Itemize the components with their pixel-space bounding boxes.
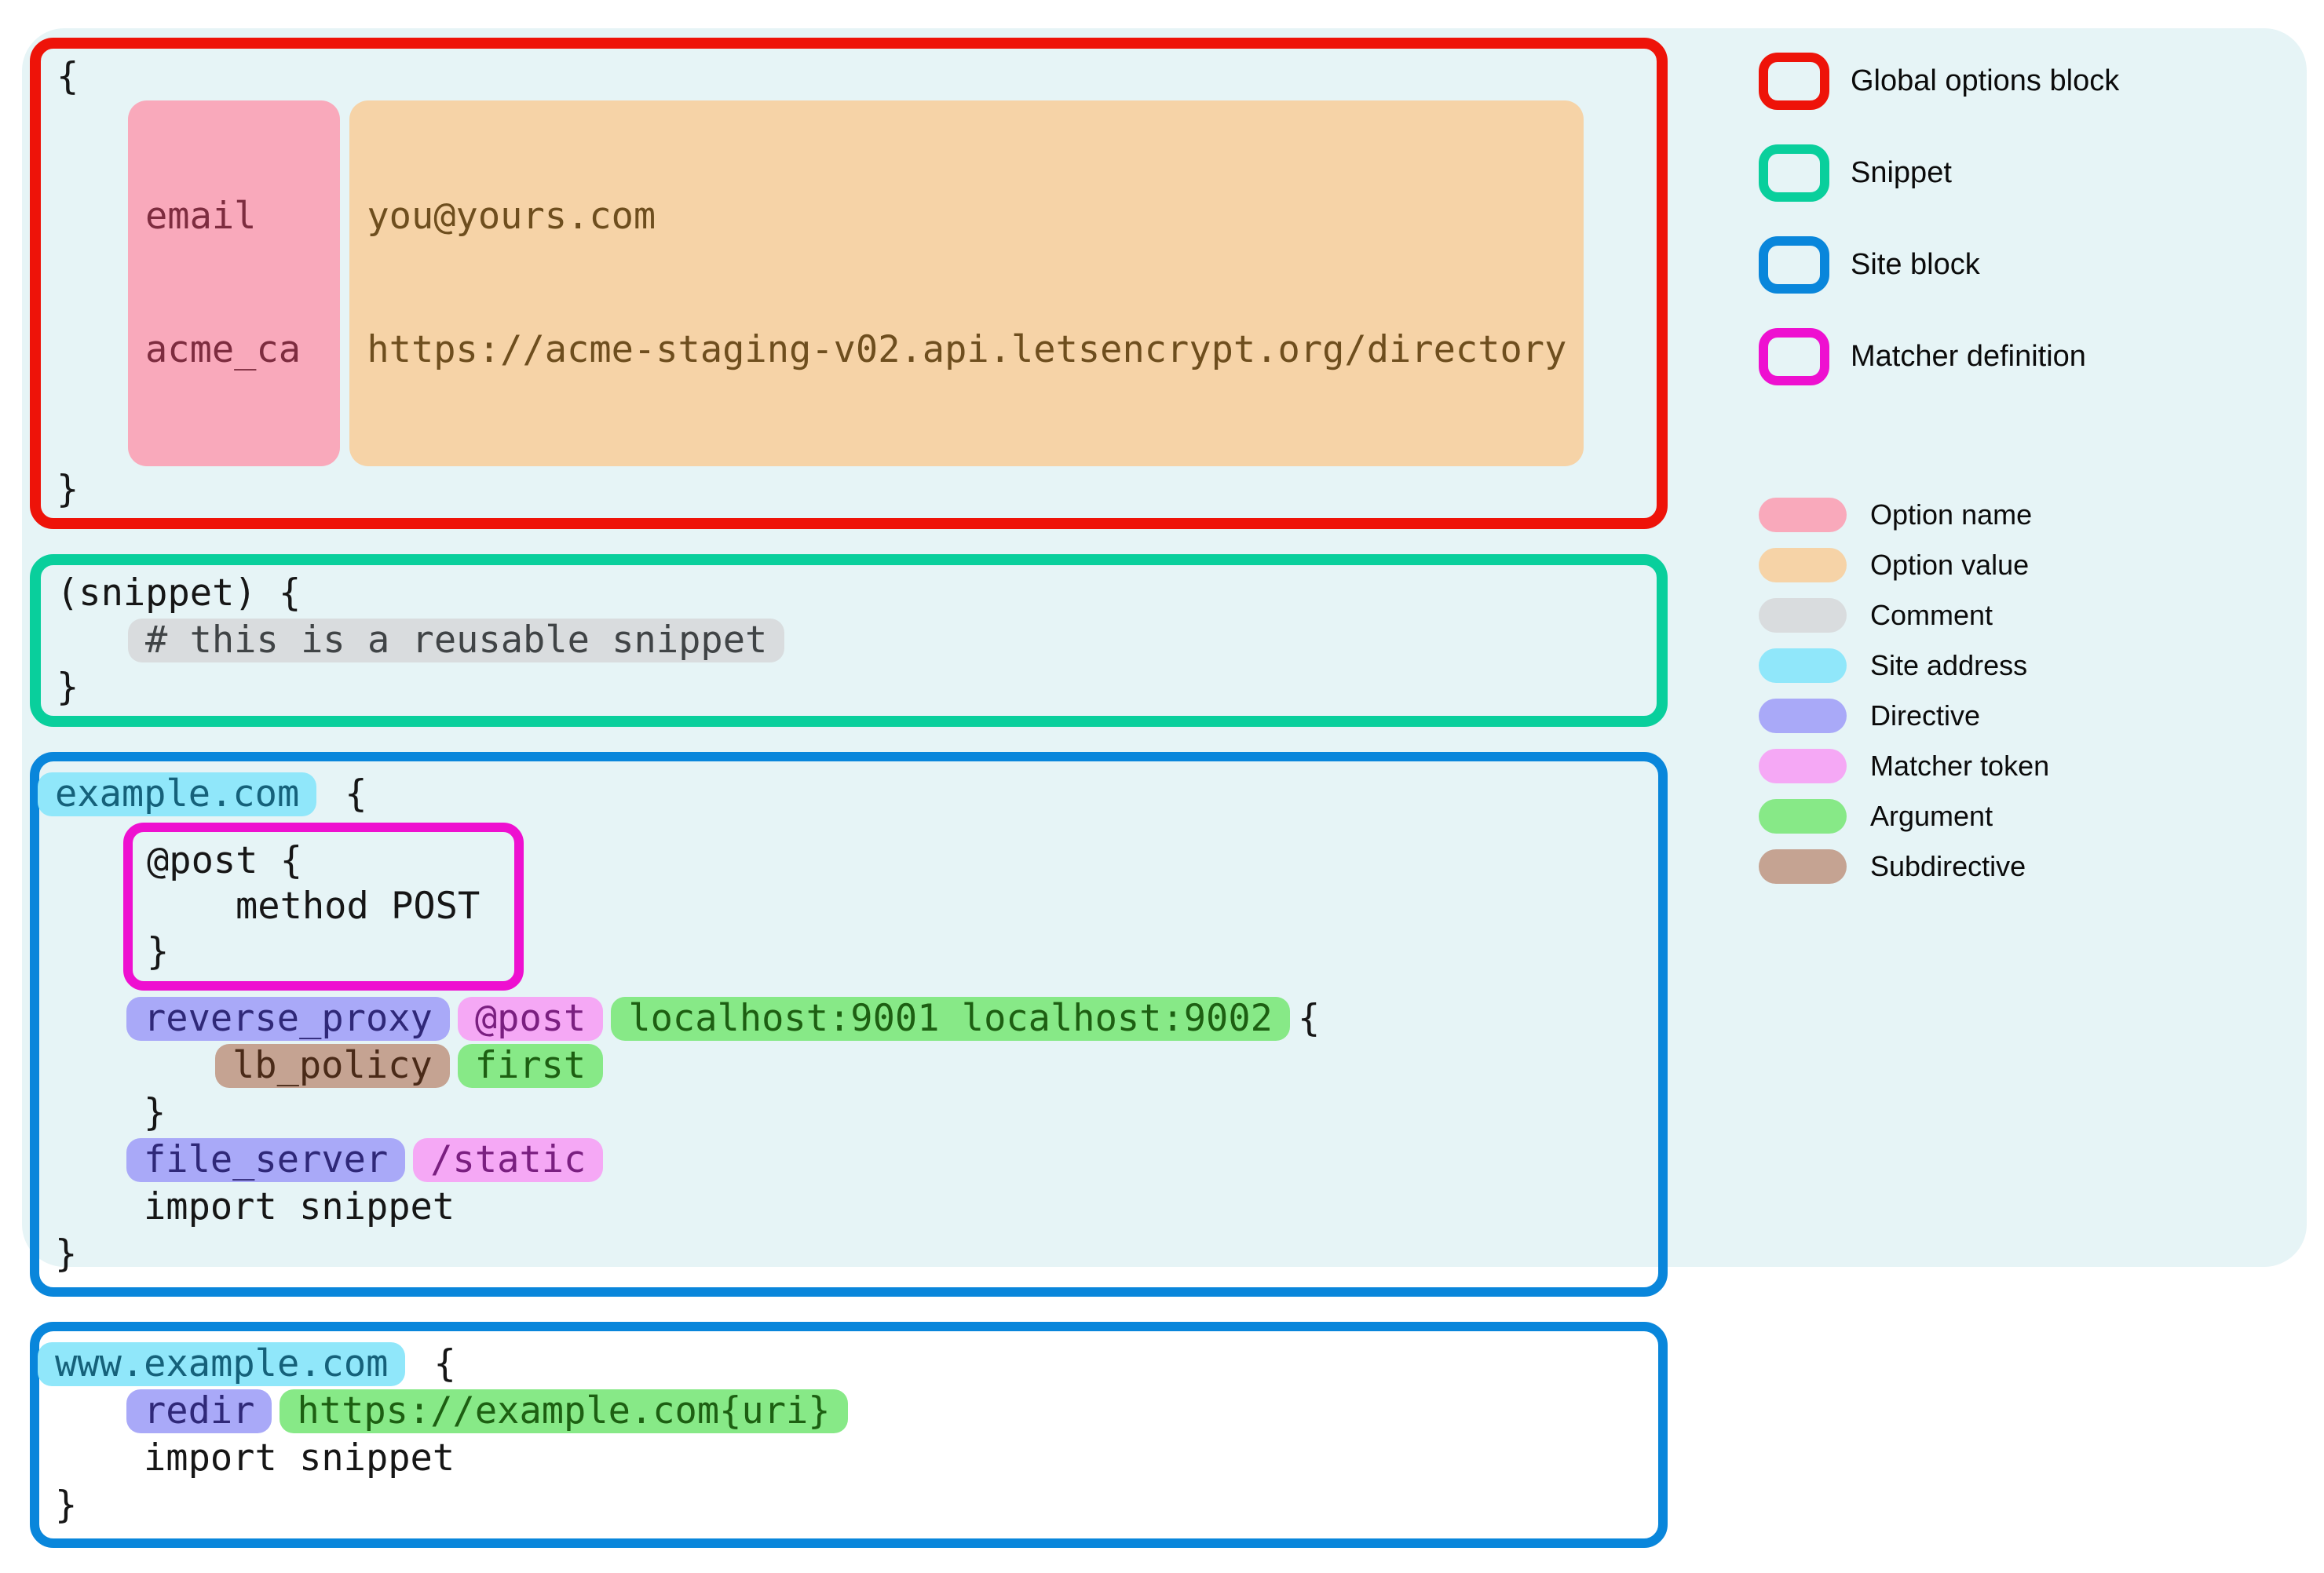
legend-label: Comment — [1870, 599, 1993, 631]
close-brace: } — [57, 666, 79, 709]
snippet-outline-swatch — [1759, 144, 1829, 202]
import-statement: import snippet — [144, 1436, 455, 1480]
site-address-line: www.example.com { — [38, 1341, 1639, 1388]
close-brace: } — [57, 468, 79, 511]
matcher-header-line: @post { — [147, 838, 480, 884]
subdirective-color-chip — [1759, 849, 1847, 884]
matcher-definition-outline-swatch — [1759, 328, 1829, 385]
legend-chip-group: Option name Option value Comment Site ad… — [1759, 498, 2119, 884]
legend-row-argument: Argument — [1759, 799, 2119, 834]
open-brace: { — [57, 55, 79, 98]
matcher-body-line: method POST — [147, 884, 480, 929]
comment-color-chip — [1759, 598, 1847, 633]
snippet-header-line: (snippet) { — [57, 570, 1638, 617]
close-brace: } — [55, 1484, 78, 1527]
import-line: import snippet — [55, 1435, 1639, 1482]
import-line: import snippet — [55, 1184, 1639, 1231]
legend-label: Snippet — [1851, 156, 1952, 189]
option-name-chip: email acme_ca — [128, 100, 341, 466]
site-address-chip: example.com — [38, 772, 317, 816]
site-address-chip: www.example.com — [38, 1342, 406, 1386]
redir-line: redir https://example.com{uri} — [55, 1388, 1639, 1435]
legend-row-snippet: Snippet — [1759, 144, 2119, 202]
open-brace: { — [345, 772, 367, 816]
legend-label: Subdirective — [1870, 850, 2026, 882]
reverse-proxy-close-line: } — [55, 1089, 1639, 1137]
code-line-open: { — [57, 53, 1638, 100]
legend-label: Matcher definition — [1851, 340, 2086, 373]
legend-row-option-value: Option value — [1759, 548, 2119, 582]
directive-chip: file_server — [126, 1138, 406, 1182]
legend-row-site-address: Site address — [1759, 648, 2119, 683]
import-statement: import snippet — [144, 1185, 455, 1228]
matcher-token-chip: /static — [413, 1138, 604, 1182]
directive-chip: reverse_proxy — [126, 997, 450, 1041]
matcher-definition-box: @post { method POST } — [123, 823, 524, 991]
option-name-color-chip — [1759, 498, 1847, 532]
legend-label: Global options block — [1851, 64, 2120, 97]
argument-chip: https://example.com{uri} — [280, 1389, 848, 1433]
global-options-outline-swatch — [1759, 53, 1829, 110]
site-address-line: example.com { — [38, 771, 1639, 818]
legend-row-matcher-definition: Matcher definition — [1759, 328, 2119, 385]
option-value-color-chip — [1759, 548, 1847, 582]
legend-row-site-block: Site block — [1759, 236, 2119, 294]
legend-label: Site block — [1851, 248, 1980, 281]
lb-policy-line: lb_policy first — [55, 1042, 1639, 1089]
directive-chip: redir — [126, 1389, 272, 1433]
legend-label: Option name — [1870, 498, 2033, 531]
comment-line: # this is a reusable snippet — [57, 617, 1638, 664]
code-line-close: } — [55, 1231, 1639, 1278]
argument-chip: first — [457, 1044, 604, 1088]
close-brace: } — [55, 1232, 78, 1276]
global-options-rows: email acme_ca you@yours.com https://acme… — [57, 100, 1638, 466]
legend-row-subdirective: Subdirective — [1759, 849, 2119, 884]
caddyfile-code-column: { email acme_ca you@yours.com https://ac… — [30, 38, 1668, 1573]
code-line-close: } — [57, 466, 1638, 513]
open-brace: { — [433, 1342, 456, 1385]
comment-chip: # this is a reusable snippet — [128, 619, 785, 662]
site-block-outline-swatch — [1759, 236, 1829, 294]
reverse-proxy-line: reverse_proxy @post localhost:9001 local… — [55, 995, 1639, 1042]
legend-row-option-name: Option name — [1759, 498, 2119, 532]
legend-label: Option value — [1870, 549, 2030, 581]
option-name: acme_ca — [145, 328, 301, 371]
code-line-close: } — [57, 664, 1638, 711]
matcher-body: method POST — [236, 885, 481, 928]
subdirective-chip: lb_policy — [215, 1044, 450, 1088]
legend-label: Matcher token — [1870, 750, 2050, 782]
site-block-example: example.com { @post { method POST } reve… — [30, 752, 1668, 1297]
legend-row-matcher-token: Matcher token — [1759, 749, 2119, 783]
close-brace: } — [147, 930, 170, 973]
matcher-close-line: } — [147, 929, 480, 975]
global-options-block: { email acme_ca you@yours.com https://ac… — [30, 38, 1668, 529]
legend-row-comment: Comment — [1759, 598, 2119, 633]
matcher-token-color-chip — [1759, 749, 1847, 783]
site-block-www-example: www.example.com { redir https://example.… — [30, 1322, 1668, 1548]
option-value: you@yours.com — [367, 195, 656, 238]
legend-label: Site address — [1870, 649, 2028, 681]
file-server-line: file_server /static — [55, 1137, 1639, 1184]
matcher-token-chip: @post — [457, 997, 604, 1041]
argument-chip: localhost:9001 localhost:9002 — [611, 997, 1290, 1041]
legend-label: Argument — [1870, 800, 1993, 832]
open-brace: { — [1297, 997, 1321, 1040]
matcher-header: @post { — [147, 839, 303, 882]
legend-row-directive: Directive — [1759, 699, 2119, 733]
close-brace: } — [144, 1091, 166, 1134]
directive-color-chip — [1759, 699, 1847, 733]
snippet-block: (snippet) { # this is a reusable snippet… — [30, 554, 1668, 727]
option-value-chip: you@yours.com https://acme-staging-v02.a… — [349, 100, 1584, 466]
option-value: https://acme-staging-v02.api.letsencrypt… — [367, 328, 1567, 371]
code-line-close: } — [55, 1482, 1639, 1529]
legend: Global options block Snippet Site block … — [1759, 53, 2119, 900]
option-name: email — [145, 195, 257, 238]
site-address-color-chip — [1759, 648, 1847, 683]
legend-label: Directive — [1870, 699, 1981, 732]
argument-color-chip — [1759, 799, 1847, 834]
legend-row-global-options: Global options block — [1759, 53, 2119, 110]
snippet-header: (snippet) { — [57, 571, 301, 615]
